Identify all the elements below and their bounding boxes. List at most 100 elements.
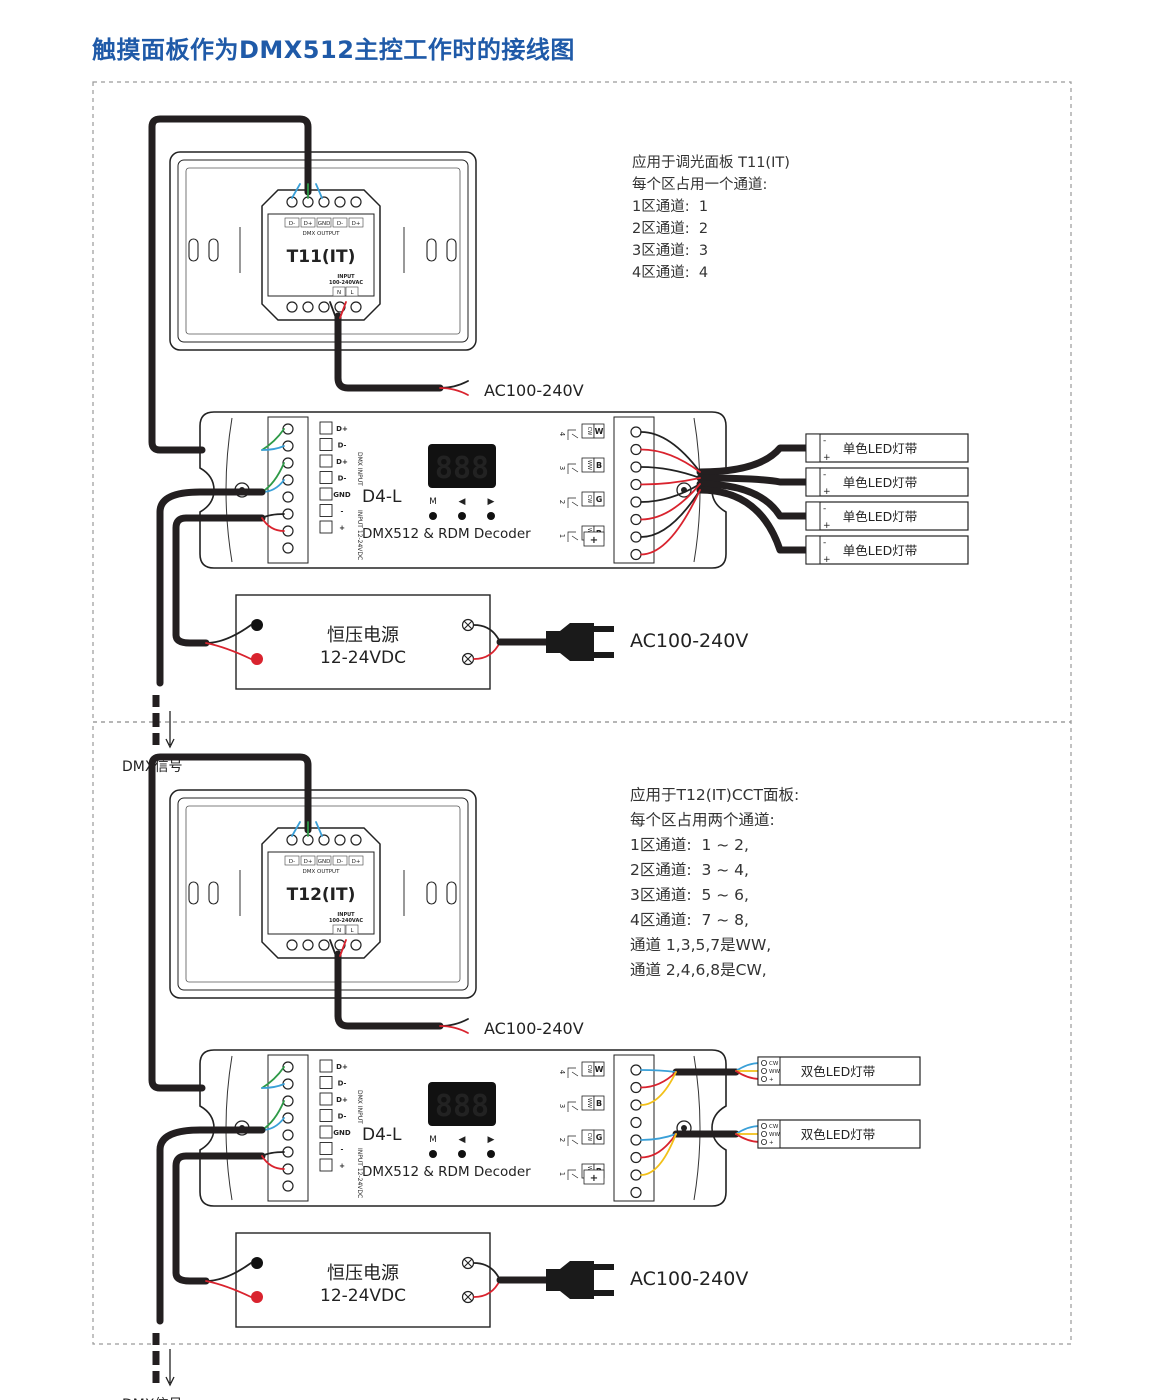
input-label-box	[319, 1059, 333, 1073]
terminal-label-box	[345, 286, 359, 297]
channel-number: 4	[558, 432, 566, 437]
channel-pole: CW	[586, 495, 592, 503]
panel-ac-wire	[329, 939, 337, 957]
input-label: D-	[338, 475, 347, 483]
channel-wire	[640, 483, 701, 521]
strip-pin-label: CW	[769, 1124, 779, 1130]
channel-letter: G	[596, 1133, 603, 1142]
decoder-output-terminal	[630, 1151, 642, 1164]
channel-wire	[640, 1069, 677, 1073]
terminal-label-box	[300, 855, 316, 866]
zone-note-line: 每个区占用两个通道:	[630, 811, 775, 829]
decoder-output-terminal	[630, 1186, 642, 1199]
input-terminal-label: N	[337, 928, 341, 934]
dmx-wire-blue	[315, 183, 323, 199]
dmx-wire-green	[261, 428, 285, 451]
decoder-input-terminal	[282, 542, 294, 554]
module-top-terminal	[350, 834, 362, 846]
channel-letter-box	[593, 1061, 605, 1077]
button-label: ◀	[459, 1135, 466, 1145]
led-display	[428, 1082, 496, 1126]
panel-model: T12(IT)	[287, 885, 356, 905]
led-symbol	[567, 497, 579, 508]
dmx-signal-cable	[156, 488, 266, 687]
module-bottom-terminal	[286, 939, 298, 951]
decoder-button	[429, 1150, 437, 1158]
strip-pin-label: +	[823, 453, 831, 463]
decoder-output-terminal	[630, 426, 642, 438]
channel-wire	[640, 448, 701, 473]
dmx-signal-arrow	[165, 711, 175, 749]
terminal-label: D+	[304, 221, 313, 227]
dmx-signal-cable	[156, 1126, 266, 1325]
panel-frame-inner	[185, 805, 461, 983]
led-strip	[805, 433, 969, 463]
dmx-cable-to-panel	[148, 115, 312, 454]
dc-black-wire	[261, 513, 285, 519]
strip-pin-label: WW	[769, 1069, 780, 1075]
input-label: GND	[333, 491, 351, 499]
channel-letter-box	[593, 423, 605, 439]
dmx-signal-label: DMX信号	[122, 1397, 182, 1400]
led-strip	[805, 535, 969, 565]
led-symbol	[567, 1169, 579, 1180]
ac-plug-prong	[594, 652, 614, 658]
decoder-subtitle: DMX512 & RDM Decoder	[362, 526, 531, 542]
panel-ac-wire	[439, 1018, 469, 1027]
mounting-slot	[208, 881, 219, 905]
channel-letter: B	[596, 1099, 602, 1108]
module-bottom-terminal	[302, 301, 314, 313]
decoder-output-terminal	[630, 496, 642, 508]
channel-letter: W	[595, 427, 604, 436]
zone-note-line: 通道 2,4,6,8是CW,	[630, 961, 767, 979]
zone-note-line: 3区通道: 5 ~ 6,	[630, 886, 749, 904]
input-terminal-label: L	[350, 290, 354, 296]
decoder-output-terminal	[630, 1064, 642, 1076]
led-strip	[757, 1119, 921, 1149]
module-bottom-terminal	[286, 301, 298, 313]
channel-number: 1	[558, 534, 566, 538]
zone-note-line: 2区通道: 2	[632, 221, 709, 237]
dc-black-wire	[261, 1151, 285, 1157]
channel-number: 4	[558, 1070, 566, 1075]
psu-ac-terminal-cross	[463, 654, 473, 664]
module-top-terminal	[334, 196, 346, 208]
decoder-output-terminal	[630, 1169, 642, 1181]
power-supply	[235, 1232, 491, 1328]
channel-wire	[640, 1071, 677, 1089]
dmx-wire-green	[261, 1066, 285, 1089]
plus-label: +	[590, 535, 598, 546]
led-display-digits: 888	[435, 451, 489, 486]
decoder-output-terminal	[630, 461, 642, 473]
led-symbol	[567, 463, 579, 474]
module-top-terminal	[318, 196, 330, 208]
terminal-label-box	[345, 924, 359, 935]
input-label: -	[341, 508, 344, 516]
module-label-plate	[267, 851, 375, 935]
ac-plug-prong	[594, 1290, 614, 1296]
input-caption: INPUT	[337, 912, 355, 918]
channel-wire	[640, 483, 701, 503]
channel-wire	[640, 1133, 677, 1176]
zone-notes-2: 应用于T12(IT)CCT面板:每个区占用两个通道:1区通道: 1 ~ 2,2区…	[630, 783, 799, 983]
module-bottom-terminal	[350, 301, 362, 313]
strip-wire	[735, 1062, 761, 1072]
terminal-label: D-	[337, 859, 343, 865]
channel-wire	[640, 466, 701, 479]
input-label-box	[319, 1109, 333, 1122]
input-label-box	[319, 438, 333, 451]
panel-ac-cable	[334, 312, 444, 392]
strip-cable	[696, 480, 810, 520]
zone-note-line: 通道 1,3,5,7是WW,	[630, 936, 772, 954]
input-label-box	[319, 504, 333, 517]
decoder-model: D4-L	[362, 1125, 402, 1145]
led-symbol	[567, 531, 579, 542]
psu-ac-terminal-cross	[463, 620, 473, 630]
strip-pin	[761, 1123, 768, 1130]
zone-note-line: 应用于T12(IT)CCT面板:	[630, 786, 800, 804]
led-strip-label: 双色LED灯带	[801, 1127, 876, 1142]
terminal-label-box	[316, 217, 332, 228]
panel-ac-label: AC100-240V	[484, 1019, 584, 1038]
terminal-label: GND	[318, 221, 331, 227]
module-bottom-terminal	[318, 301, 330, 313]
